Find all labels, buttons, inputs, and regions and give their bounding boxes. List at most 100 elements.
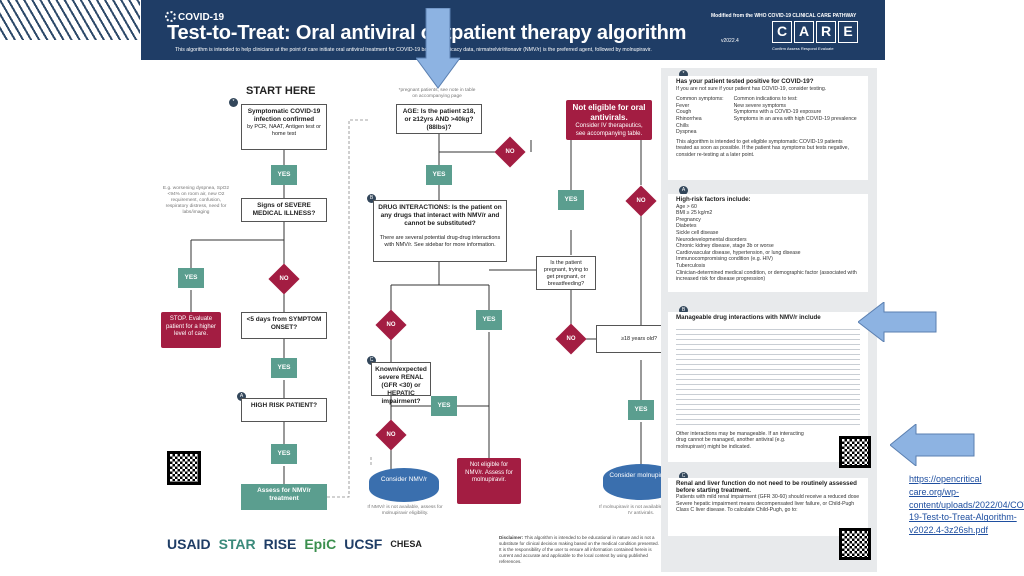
disclaimer: Disclaimer: This algorithm is intended t… [499,535,659,565]
indication-item: Symptoms with a COVID-19 exposure [733,109,822,116]
risk-head: High-risk factors include: [676,196,751,203]
drug-interactions-box: DRUG INTERACTIONS: Is the patient on any… [373,200,507,262]
disclaimer-head: Disclaimer: [499,535,524,540]
risk-item: Immunocompromising condition (e.g. HIV) [676,256,773,263]
yes-marker: YES [426,165,452,185]
risk-item: Sickle cell disease [676,229,719,236]
stop-box: STOP. Evaluate patient for a higher leve… [161,312,221,348]
down-arrow-callout [416,8,460,89]
step-badge-a: A [679,186,688,195]
left-arrow-callout-drug [858,302,937,342]
step-badge-b: B [679,306,688,315]
algorithm-intent-text: This algorithm is intended to get eligib… [676,138,850,158]
care-letter: C [772,21,792,43]
symptom-onset-text: <5 days from SYMPTOM ONSET? [246,316,322,331]
poster-banner: COVID-19 Test-to-Treat: Oral antiviral o… [141,0,885,60]
yes-marker: YES [558,190,584,210]
renal-hepatic-box: Known/expected severe RENAL (GFR <30) or… [371,362,431,405]
not-eligible-oral-box: Not eligible for oral antivirals. Consid… [566,100,652,140]
symptomatic-box: Symptomatic COVID-19 infection confirmed… [241,104,327,150]
modified-from-label: Modified from the WHO COVID-19 CLINICAL … [711,13,857,19]
other-interactions-text: Other interactions may be manageable. If… [676,430,804,450]
logo-epic: EpiC [304,536,337,552]
step-badge-star: * [229,98,238,107]
symptom-onset-box: <5 days from SYMPTOM ONSET? [241,312,327,339]
renal-item: Patients with mild renal impairment (GFR… [676,494,860,501]
drug-interaction-list [676,324,860,425]
left-arrow-callout-qr [890,424,975,466]
common-symptoms-head: Common symptoms: [676,96,724,103]
risk-item: Tuberculosis [676,262,706,269]
logo-rise: RISE [263,536,297,552]
partner-logos: USAID STAR RISE EpiC UCSF CHESA [167,536,422,552]
logo-star: STAR [218,536,256,552]
symptom-item: Chills [676,122,689,129]
renal-item: Severe hepatic impairment means decompen… [676,500,855,514]
not-eligible-oral-text: Not eligible for oral antivirals. [572,103,646,122]
risk-item: Age > 60 [676,203,697,210]
no-label: NO [386,432,396,438]
yes-marker: YES [271,358,297,378]
yes-marker: YES [271,444,297,464]
poster-version: v2022.4 [721,38,739,44]
care-logo: C A R E [772,21,858,43]
age-box: AGE: Is the patient ≥18, or ≥12yrs AND >… [396,104,482,134]
indication-item: Symptoms in an area with high COVID-19 p… [733,115,857,122]
no-label: NO [636,198,646,204]
severe-illness-text: Signs of SEVERE MEDICAL ILLNESS? [252,202,316,217]
yes-marker: YES [476,310,502,330]
drug-card-head: Manageable drug interactions with NMV/r … [676,314,821,321]
qr-code-renal [839,528,871,560]
molnupiravir-unavailable-note: If molnupiravir is not available, consid… [599,505,683,516]
hatch-decoration [0,0,140,40]
pregnant-note: *pregnant patients, see note in table on… [398,88,476,99]
logo-ucsf: UCSF [344,536,383,552]
logo-chesa: CHESA [390,539,422,549]
disclaimer-text: This algorithm is intended to be educati… [499,535,659,564]
risk-item: Chronic kidney disease, stage 3b or wors… [676,243,774,250]
yes-marker: YES [431,396,457,416]
poster-subtitle: This algorithm is intended to help clini… [175,47,652,53]
source-pdf-link[interactable]: https://opencritical care.org/wp-content… [909,474,1024,536]
yes-marker: YES [271,165,297,185]
care-letter: A [794,21,814,43]
no-label: NO [505,149,515,155]
no-label: NO [279,276,289,282]
start-here-label: START HERE [246,85,316,97]
symptomatic-text: Symptomatic COVID-19 infection confirmed [247,108,321,123]
renal-hepatic-text: Known/expected severe RENAL (GFR <30) or… [375,366,427,405]
age-text: AGE: Is the patient ≥18, or ≥12yrs AND >… [402,108,476,131]
not-eligible-oral-sub: Consider IV therapeutics, see accompanyi… [575,123,643,137]
tested-sub: If you are not sure if your patient has … [676,85,827,92]
risk-item: Clinician-determined medical condition, … [676,269,857,283]
step-badge-b: B [367,194,376,203]
renal-card-head: Renal and liver function do not need to … [676,480,857,494]
drug-interactions-text: DRUG INTERACTIONS: Is the patient on any… [378,204,502,227]
step-badge-a: A [237,392,246,401]
drug-interactions-sub: There are several potential drug-drug in… [379,235,501,248]
tested-question: Has your patient tested positive for COV… [676,78,814,85]
pregnancy-box: Is the patient pregnant, trying to get p… [536,256,596,290]
symptom-item: Dyspnea [676,129,697,136]
care-subtitle: Confirm Assess Respond Evaluate [772,46,834,51]
yes-marker: YES [628,400,654,420]
severe-illness-note: E.g. worsening dyspnea, SpO2 <94% on roo… [162,186,230,215]
symptom-item: Cough [676,109,692,116]
step-badge-c: C [367,356,376,365]
banner-covid-label: COVID-19 [178,12,225,23]
high-risk-text: HIGH RISK PATIENT? [250,402,318,409]
step-badge-c: C [679,472,688,481]
care-letter: R [816,21,836,43]
consider-nmv-node: Consider NMV/r [369,468,439,502]
algorithm-poster: COVID-19 Test-to-Treat: Oral antiviral o… [141,0,885,576]
logo-usaid: USAID [167,536,211,552]
qr-code-sidebar [839,436,871,468]
severe-illness-box: Signs of SEVERE MEDICAL ILLNESS? [241,198,327,222]
risk-item: Diabetes [676,223,697,230]
indications-head: Common indications to test: [733,96,798,103]
nmv-unavailable-note: If NMV/r is not available, assess for mo… [367,505,443,516]
virus-icon [165,11,176,22]
symptomatic-sub-text: by PCR, NAAT, Antigen test or home test [247,124,321,137]
symptom-item: Fever [676,102,690,109]
not-eligible-nmv-box: Not eligible for NMV/r. Assess for molnu… [457,458,521,504]
